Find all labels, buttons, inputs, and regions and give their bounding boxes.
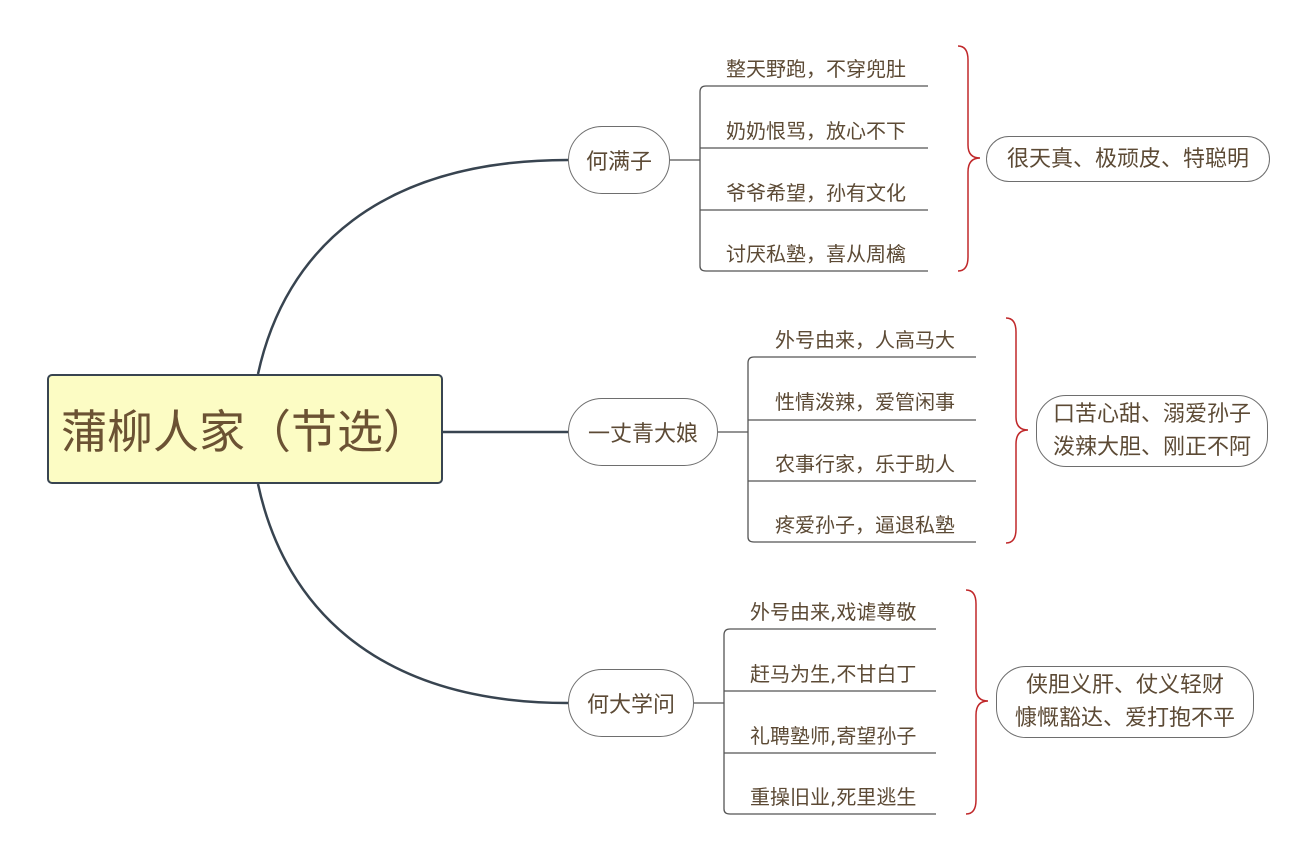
- branch-topic-3[interactable]: 何大学问: [568, 669, 694, 737]
- leaf-tree-3: [694, 628, 936, 815]
- leaf-2-3[interactable]: 农事行家，乐于助人: [775, 452, 955, 476]
- leaf-3-2[interactable]: 赶马为生,不甘白丁: [750, 662, 917, 686]
- brace-3: [965, 589, 989, 815]
- leaf-3-4[interactable]: 重操旧业,死里逃生: [750, 785, 917, 809]
- leaf-tree-2: [718, 356, 976, 543]
- leaf-2-4[interactable]: 疼爱孙子，逼退私塾: [775, 513, 955, 537]
- summary-3[interactable]: 侠胆义肝、仗义轻财 慷慨豁达、爱打抱不平: [996, 666, 1254, 738]
- leaf-3-1[interactable]: 外号由来,戏谑尊敬: [750, 600, 917, 624]
- brace-1: [957, 45, 981, 272]
- leaf-2-2[interactable]: 性情泼辣，爱管闲事: [775, 390, 955, 414]
- summary-2[interactable]: 口苦心甜、溺爱孙子 泼辣大胆、刚正不阿: [1036, 395, 1268, 467]
- branch-topic-1[interactable]: 何满子: [568, 126, 670, 194]
- summary-3-line-2: 慷慨豁达、爱打抱不平: [1014, 706, 1235, 731]
- root-topic[interactable]: 蒲柳人家（节选）: [47, 374, 443, 484]
- leaf-3-3[interactable]: 礼聘塾师,寄望孙子: [750, 724, 917, 748]
- summary-1-line-1: 很天真、极顽皮、特聪明: [1006, 146, 1249, 172]
- summary-1[interactable]: 很天真、极顽皮、特聪明: [986, 136, 1270, 182]
- leaf-tree-1: [670, 85, 928, 272]
- connector-root-to-branch-1: [256, 158, 569, 375]
- leaf-2-1[interactable]: 外号由来，人高马大: [775, 328, 955, 352]
- leaf-1-2[interactable]: 奶奶恨骂，放心不下: [726, 119, 906, 143]
- summary-2-line-1: 口苦心甜、溺爱孙子: [1052, 402, 1251, 427]
- summary-2-line-2: 泼辣大胆、刚正不阿: [1052, 435, 1251, 460]
- leaf-1-4[interactable]: 讨厌私塾，喜从周檎: [726, 242, 906, 266]
- summary-3-line-1: 侠胆义肝、仗义轻财: [1025, 673, 1224, 698]
- connector-root-to-branch-3: [256, 483, 569, 705]
- brace-2: [1005, 317, 1029, 544]
- branch-topic-2[interactable]: 一丈青大娘: [568, 398, 718, 466]
- leaf-1-3[interactable]: 爷爷希望，孙有文化: [726, 181, 906, 205]
- leaf-1-1[interactable]: 整天野跑，不穿兜肚: [726, 57, 906, 81]
